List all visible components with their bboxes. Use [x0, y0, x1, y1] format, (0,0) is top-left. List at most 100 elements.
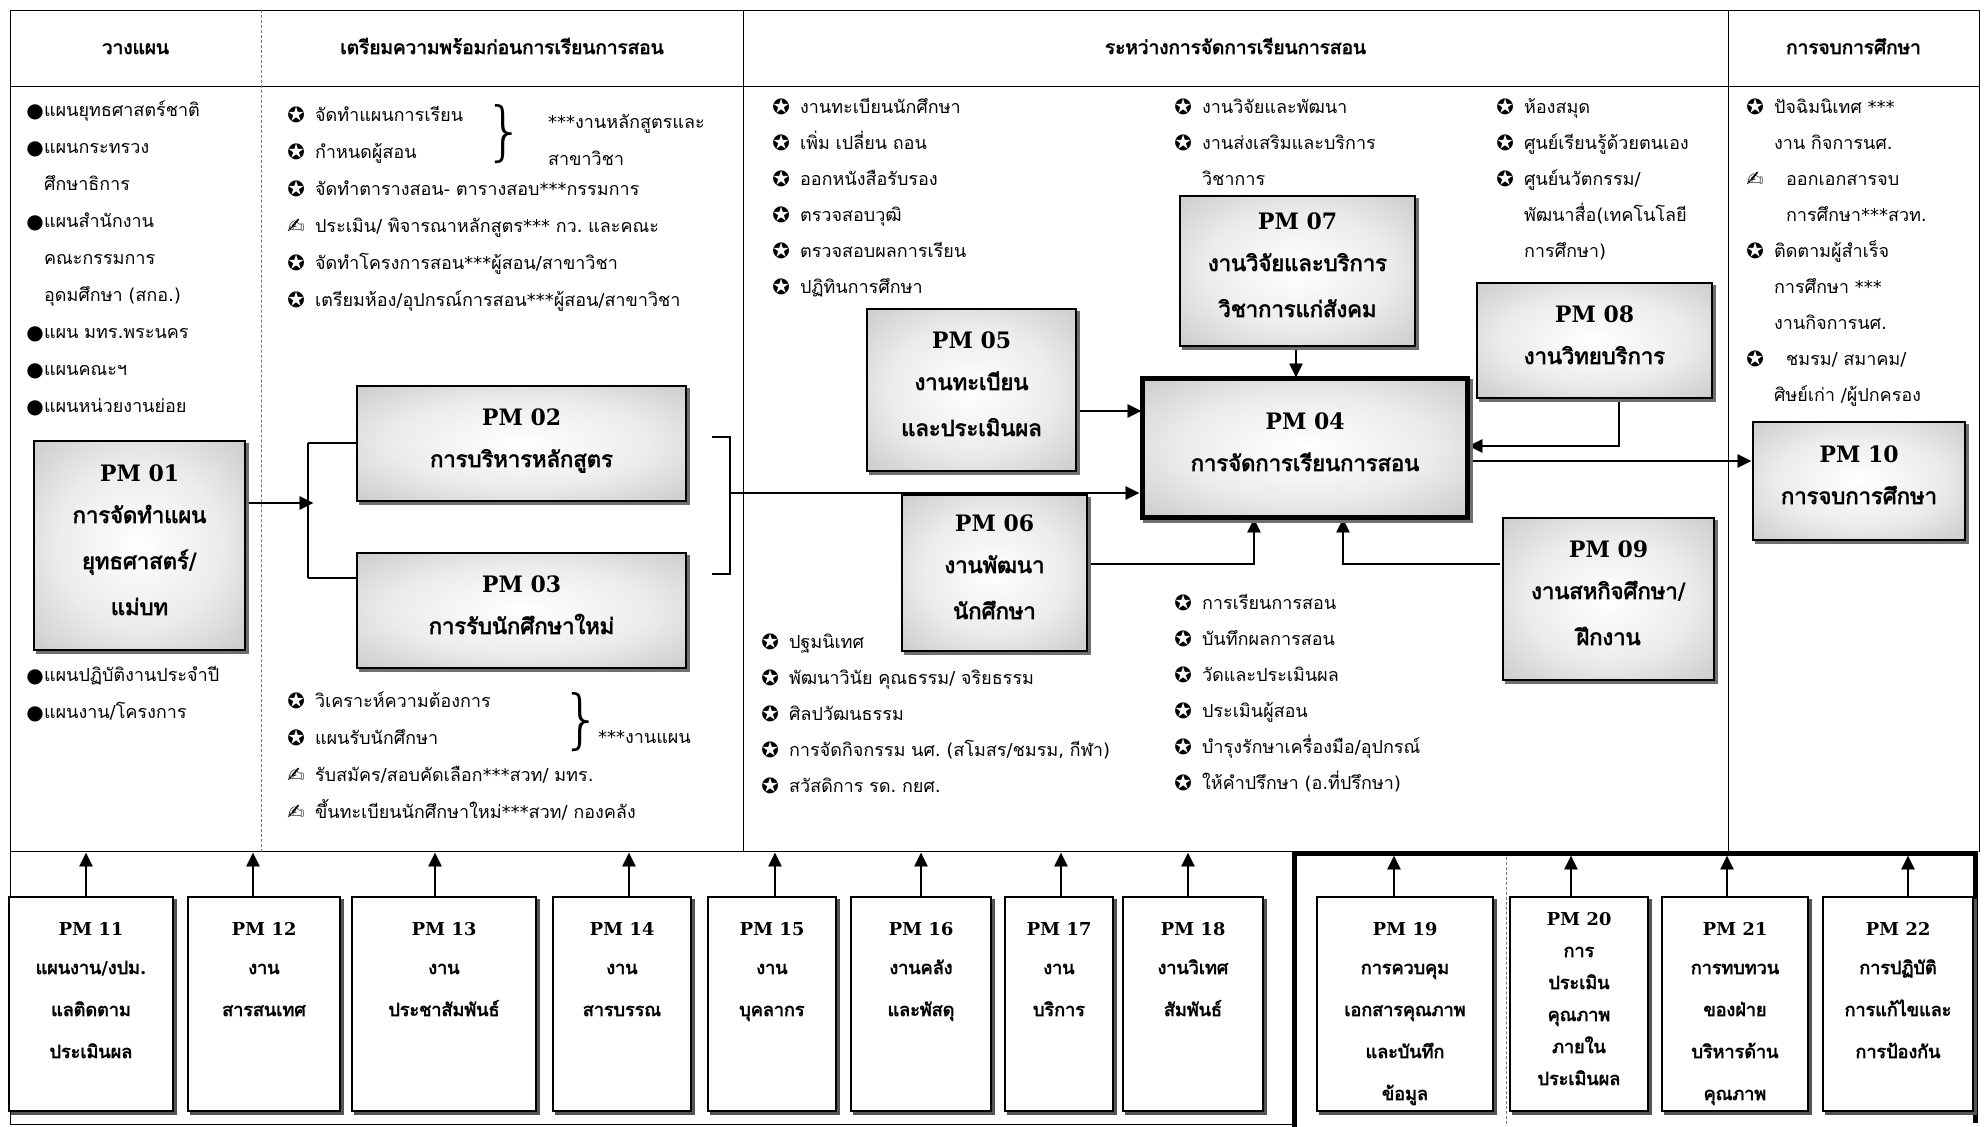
star-icon: ✪ — [287, 177, 305, 201]
list-item: ✪ตรวจสอบผลการเรียน — [768, 233, 1078, 269]
header-grad: การจบการศึกษา — [1786, 37, 1921, 59]
pm11-box[interactable]: PM 11 แผนงาน/งปม. แลติดตาม ประเมินผล — [8, 896, 174, 1112]
star-icon: ✪ — [772, 131, 790, 155]
star-icon: ✪ — [1174, 771, 1192, 795]
pm22-box[interactable]: PM 22 การปฏิบัติ การแก้ไขและ การป้องกัน — [1822, 896, 1974, 1112]
star-icon: ✪ — [772, 203, 790, 227]
frame-right — [1979, 10, 1980, 852]
list-item: ✍ขึ้นทะเบียนนักศึกษาใหม่***สวท/ กองคลัง — [283, 794, 738, 831]
star-icon: ✪ — [772, 275, 790, 299]
list-item: ✪ชมรม/ สมาคม/ — [1742, 341, 1974, 377]
plan-list-bottom: ●แผนปฏิบัติงานประจำปี ●แผนงาน/โครงการ — [22, 657, 257, 731]
list-item: ✪เตรียมห้อง/อุปกรณ์การสอน***ผู้สอน/สาขาว… — [283, 282, 738, 319]
list-item: ●แผนหน่วยงานย่อย — [22, 388, 257, 425]
star-icon: ✪ — [287, 251, 305, 275]
list-item: ✍ออกเอกสารจบ — [1742, 161, 1974, 197]
pm02-box[interactable]: PM 02 การบริหารหลักสูตร — [356, 385, 687, 502]
pm12-box[interactable]: PM 12 งาน สารสนเทศ — [187, 896, 341, 1112]
star-icon: ✪ — [761, 702, 779, 726]
list-item: ✪ศิลปวัฒนธรรม — [757, 696, 1157, 732]
pm01-box[interactable]: PM 01 การจัดทำแผน ยุทธศาสตร์/ แม่บท — [33, 440, 246, 651]
list-item: ✪บำรุงรักษาเครื่องมือ/อุปกรณ์ — [1170, 729, 1470, 765]
during-list-1: ✪งานทะเบียนนักศึกษา ✪เพิ่ม เปลี่ยน ถอน ✪… — [768, 89, 1078, 305]
bullet-icon: ● — [26, 663, 44, 687]
list-item: ●แผนคณะฯ — [22, 351, 257, 388]
pm19-box[interactable]: PM 19 การควบคุม เอกสารคุณภาพ และบันทึก ข… — [1316, 896, 1494, 1112]
list-item: ✪จัดทำแผนการเรียน — [283, 97, 738, 134]
list-item: ✪ปัจฉิมนิเทศ *** — [1742, 89, 1974, 125]
frame-left — [10, 10, 11, 1125]
list-item: ✪บันทึกผลการสอน — [1170, 621, 1470, 657]
list-item: ●แผนปฏิบัติงานประจำปี — [22, 657, 257, 694]
pm06-box[interactable]: PM 06 งานพัฒนา นักศึกษา — [901, 494, 1088, 652]
list-item: ●แผน มทร.พระนคร — [22, 314, 257, 351]
list-item: ✪ให้คำปรึกษา (อ.ที่ปรึกษา) — [1170, 765, 1470, 801]
list-item: ✍ประเมิน/ พิจารณาหลักสูตร*** กว. และคณะ — [283, 208, 738, 245]
pm13-box[interactable]: PM 13 งาน ประชาสัมพันธ์ — [351, 896, 537, 1112]
star-icon: ✪ — [1174, 663, 1192, 687]
pm03-box[interactable]: PM 03 การรับนักศึกษาใหม่ — [356, 552, 687, 669]
list-item: งานกิจการนศ. — [1774, 313, 1887, 334]
pm09-box[interactable]: PM 09 งานสหกิจศึกษา/ ฝึกงาน — [1502, 517, 1715, 681]
list-item: ✪วิเคราะห์ความต้องการ — [283, 683, 738, 720]
pm18-box[interactable]: PM 18 งานวิเทศ สัมพันธ์ — [1122, 896, 1264, 1112]
star-icon: ✪ — [761, 774, 779, 798]
list-item: ✪ศูนย์นวัตกรรม/ — [1492, 161, 1722, 197]
star-icon: ✪ — [772, 167, 790, 191]
pm07-box[interactable]: PM 07 งานวิจัยและบริการ วิชาการแก่สังคม — [1179, 195, 1416, 347]
during-list-bottom-1: ✪ปฐมนิเทศ ✪พัฒนาวินัย คุณธรรม/ จริยธรรม … — [757, 624, 1157, 804]
header-divider — [10, 86, 1980, 87]
prep-top-note-1: ***งานหลักสูตรและ — [548, 112, 705, 133]
grad-list: ✪ปัจฉิมนิเทศ *** งาน กิจการนศ. ✍ออกเอกสา… — [1742, 89, 1974, 413]
bullet-icon: ● — [26, 98, 44, 122]
pm21-box[interactable]: PM 21 การทบทวน ของฝ่าย บริหารด้าน คุณภาพ — [1661, 896, 1809, 1112]
header-plan: วางแผน — [102, 37, 169, 59]
star-icon: ✪ — [1174, 591, 1192, 615]
star-icon: ✪ — [772, 95, 790, 119]
pm04-box[interactable]: PM 04 การจัดการเรียนการสอน — [1140, 376, 1470, 520]
star-icon: ✪ — [287, 689, 305, 713]
list-item: ✍รับสมัคร/สอบคัดเลือก***สวท/ มทร. — [283, 757, 738, 794]
star-icon: ✪ — [287, 288, 305, 312]
bullet-icon: ● — [26, 209, 44, 233]
arrow-pm08-pm04 — [1468, 394, 1620, 453]
list-item: พัฒนาสื่อ(เทคโนโลยี — [1524, 205, 1687, 226]
list-item: การศึกษา *** — [1774, 277, 1882, 298]
list-item: ✪การจัดกิจกรรม นศ. (สโมสร/ชมรม, กีฬา) — [757, 732, 1157, 768]
star-icon: ✪ — [761, 666, 779, 690]
star-icon: ✪ — [772, 239, 790, 263]
prep-list-top: ✪จัดทำแผนการเรียน ✪กำหนดผู้สอน ✪จัดทำตาร… — [283, 97, 738, 319]
pm16-box[interactable]: PM 16 งานคลัง และพัสดุ — [850, 896, 992, 1112]
list-item: การศึกษา***สวท. — [1786, 205, 1927, 226]
prep-top-note-2: สาขาวิชา — [548, 149, 624, 170]
header-prep: เตรียมความพร้อมก่อนการเรียนการสอน — [340, 37, 664, 59]
list-item: ✪กำหนดผู้สอน — [283, 134, 738, 171]
star-icon: ✪ — [287, 140, 305, 164]
header-during: ระหว่างการจัดการเรียนการสอน — [1105, 37, 1366, 59]
list-item: ✪ห้องสมุด — [1492, 89, 1722, 125]
prep-list-bottom: ✪วิเคราะห์ความต้องการ ✪แผนรับนักศึกษา ✍ร… — [283, 683, 738, 831]
pm10-box[interactable]: PM 10 การจบการศึกษา — [1752, 421, 1966, 541]
list-item: ✪จัดทำโครงการสอน***ผู้สอน/สาขาวิชา — [283, 245, 738, 282]
star-icon: ✪ — [1174, 131, 1192, 155]
pm08-box[interactable]: PM 08 งานวิทยบริการ — [1476, 282, 1713, 399]
list-item: ✪ปฏิทินการศึกษา — [768, 269, 1078, 305]
star-icon: ✪ — [761, 630, 779, 654]
list-item: คณะกรรมการ — [44, 248, 156, 269]
pm05-box[interactable]: PM 05 งานทะเบียน และประเมินผล — [866, 308, 1077, 472]
star-icon: ✪ — [1496, 167, 1514, 191]
list-item: ✪พัฒนาวินัย คุณธรรม/ จริยธรรม — [757, 660, 1157, 696]
pm15-box[interactable]: PM 15 งาน บุคลากร — [707, 896, 837, 1112]
list-item: ✪แผนรับนักศึกษา — [283, 720, 738, 757]
arrow-pm06-pm04 — [1086, 518, 1261, 565]
pm17-box[interactable]: PM 17 งาน บริการ — [1004, 896, 1114, 1112]
list-item: ✪ออกหนังสือรับรอง — [768, 161, 1078, 197]
frame-bottom — [10, 1124, 1292, 1125]
star-icon: ✪ — [1174, 627, 1192, 651]
pm20-box[interactable]: PM 20 การ ประเมิน คุณภาพ ภายใน ประเมินผล — [1509, 896, 1649, 1112]
list-item: ●แผนยุทธศาสตร์ชาติ — [22, 92, 257, 129]
pm14-box[interactable]: PM 14 งาน สารบรรณ — [552, 896, 692, 1112]
list-item: ✪ประเมินผู้สอน — [1170, 693, 1470, 729]
